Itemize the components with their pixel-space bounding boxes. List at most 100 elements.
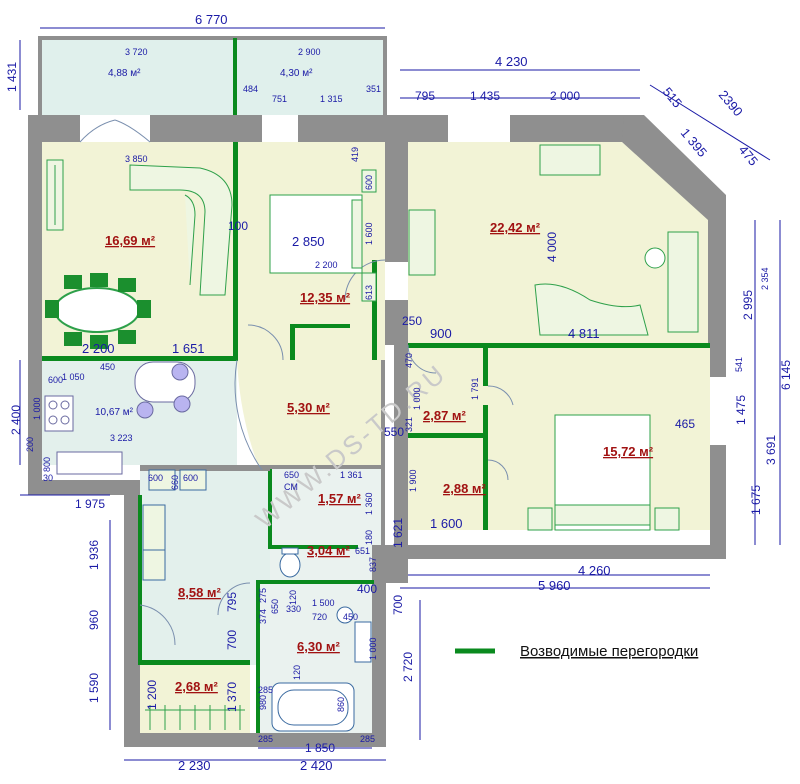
dim-120b: 120 [292, 665, 302, 680]
dim-100: 100 [228, 219, 248, 233]
balcony-2-floor [236, 40, 386, 115]
dim-balc2: 2 900 [298, 47, 321, 57]
area-balcony-1: 4,88 м² [108, 68, 141, 79]
sofa-icon [129, 164, 233, 296]
dim-860: 860 [336, 697, 346, 712]
storage-shelves [145, 705, 245, 730]
dim-250: 250 [402, 314, 422, 328]
closet-1-floor [408, 345, 488, 435]
dim-1621: 1 621 [391, 518, 405, 548]
area-living: 16,69 м² [105, 233, 156, 248]
area-hall: 5,30 м² [287, 400, 331, 415]
dim-1791: 1 791 [470, 377, 480, 400]
dim-1975: 1 975 [75, 497, 105, 511]
balcony-railings [38, 36, 387, 115]
dim-285c: 285 [360, 734, 375, 744]
dim-285b: 285 [258, 734, 273, 744]
dim-1500: 1 500 [312, 598, 335, 608]
kitchen-furniture [44, 361, 196, 475]
dim-541: 541 [734, 357, 744, 372]
dim-400: 400 [357, 582, 377, 596]
dim-980: 980 [258, 695, 268, 710]
dim-1360: 1 360 [364, 492, 374, 515]
area-kitchen: 10,67 м² [95, 407, 134, 418]
dim-600c: 600 [148, 473, 163, 483]
dim-484: 484 [243, 84, 258, 94]
toilet-icon [279, 547, 372, 663]
dim-30: 30 [43, 473, 53, 483]
bathtub-icon [271, 682, 355, 732]
dim-2995: 2 995 [741, 290, 755, 320]
dim-700a: 700 [225, 630, 239, 650]
area-bedroom-1: 12,35 м² [300, 290, 351, 305]
dim-2354: 2 354 [760, 267, 770, 290]
dim-2850: 2 850 [292, 234, 325, 249]
master-furniture [408, 144, 699, 336]
dim-2720: 2 720 [401, 652, 415, 682]
dim-1936: 1 936 [87, 540, 101, 570]
dim-cm: СМ [284, 482, 298, 492]
dim-2200b: 2 200 [82, 341, 115, 356]
dim-450: 450 [100, 362, 115, 372]
dim-837: 837 [368, 557, 378, 572]
dim-top-total: 6 770 [195, 12, 228, 27]
dim-419: 419 [350, 147, 360, 162]
area-utility: 1,57 м² [318, 491, 362, 506]
dim-700b: 700 [391, 595, 405, 615]
bedroom-2-furniture [527, 414, 680, 531]
dim-550: 550 [384, 425, 404, 439]
dim-3850: 3 850 [125, 154, 148, 164]
area-corridor: 8,58 м² [178, 585, 222, 600]
dim-374: 374 [258, 609, 268, 624]
dim-4260: 4 260 [578, 563, 611, 578]
dim-751: 751 [272, 94, 287, 104]
dim-613: 613 [364, 285, 374, 300]
dim-275: 275 [258, 588, 268, 603]
dim-285a: 285 [258, 685, 273, 695]
dim-351: 351 [366, 84, 381, 94]
dim-1315: 1 315 [320, 94, 343, 104]
dim-475: 475 [736, 142, 761, 168]
dim-5960: 5 960 [538, 578, 571, 593]
dim-321: 321 [404, 417, 414, 432]
dim-right-top: 4 230 [495, 54, 528, 69]
dim-1000a: 1 000 [32, 397, 42, 420]
dim-1600b: 1 600 [430, 516, 463, 531]
area-bath: 6,30 м² [297, 639, 341, 654]
dim-795b: 795 [225, 592, 239, 612]
dim-960: 960 [87, 610, 101, 630]
dim-1050: 1 050 [62, 372, 85, 382]
legend-label: Возводимые перегородки [520, 643, 698, 660]
dim-2420: 2 420 [300, 758, 333, 773]
dim-120a: 120 [288, 590, 298, 605]
dim-1000c: 1 000 [368, 637, 378, 660]
dim-2200a: 2 200 [315, 260, 338, 270]
area-bedroom-2: 15,72 м² [603, 444, 654, 459]
dim-2230: 2 230 [178, 758, 211, 773]
dim-1200: 1 200 [145, 680, 159, 710]
master-floor [408, 142, 710, 345]
balcony-1-floor [40, 40, 235, 115]
dim-4000: 4 000 [545, 232, 559, 262]
dim-600b: 600 [48, 375, 63, 385]
dim-200: 200 [25, 437, 35, 452]
dim-1475: 1 475 [734, 395, 748, 425]
dim-515: 515 [660, 84, 685, 110]
dim-465: 465 [675, 417, 695, 431]
dim-450b: 450 [343, 612, 358, 622]
dim-1590: 1 590 [87, 673, 101, 703]
outer-walls [28, 115, 726, 747]
closet-2-floor [408, 435, 488, 530]
bed-icon [269, 169, 377, 302]
dim-2000: 2 000 [550, 89, 580, 103]
area-balcony-2: 4,30 м² [280, 68, 313, 79]
dim-2390: 2390 [716, 87, 746, 119]
dim-1600a: 1 600 [364, 222, 374, 245]
dim-720: 720 [312, 612, 327, 622]
dim-330: 330 [286, 604, 301, 614]
dim-600a: 600 [364, 175, 374, 190]
dim-3691: 3 691 [764, 435, 778, 465]
dim-1435: 1 435 [470, 89, 500, 103]
